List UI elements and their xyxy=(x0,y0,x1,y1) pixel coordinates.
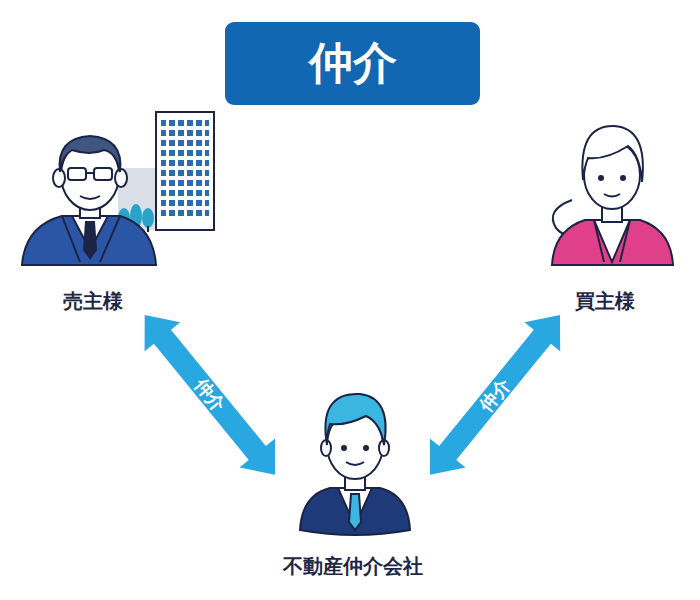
double-arrow xyxy=(145,315,276,475)
person-node: 買主様 xyxy=(545,110,665,315)
person-node: 売主様 xyxy=(20,110,165,315)
double-arrow xyxy=(430,315,560,475)
person-node: 不動産仲介会社 xyxy=(275,385,430,580)
buyer-figure xyxy=(552,126,673,265)
person-label: 売主様 xyxy=(63,287,123,315)
seller-figure xyxy=(22,136,156,265)
person-label: 不動産仲介会社 xyxy=(283,552,423,580)
person-label: 買主様 xyxy=(575,287,635,315)
title-band: 仲介 xyxy=(225,22,480,105)
building-icon xyxy=(118,112,214,232)
title: 仲介 xyxy=(309,34,397,93)
broker-figure xyxy=(300,394,410,535)
